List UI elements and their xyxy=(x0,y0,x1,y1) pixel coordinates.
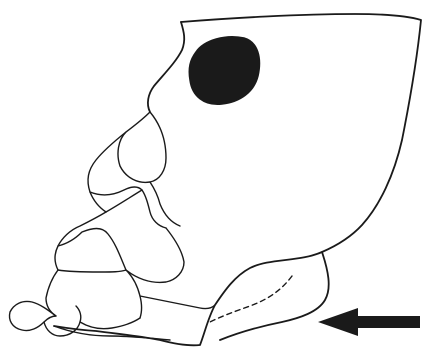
lower-face-plate xyxy=(58,229,126,271)
maxilla-upper xyxy=(88,132,126,212)
cheek-plate xyxy=(126,228,184,282)
orbit xyxy=(189,37,259,104)
left-arrow-icon xyxy=(318,308,420,336)
inner-suture xyxy=(90,187,142,195)
tooth-row xyxy=(10,301,57,330)
lower-face-plate-b xyxy=(58,270,142,318)
tooth-3 xyxy=(80,318,140,329)
snout-upper-edge xyxy=(148,22,184,112)
jaw-dotted-line xyxy=(210,276,292,322)
nasal-bone xyxy=(118,112,166,182)
mandible-line xyxy=(140,296,215,309)
premaxilla-plate xyxy=(55,212,106,270)
nasal-lower-edge xyxy=(150,182,180,226)
jaw-rear-section xyxy=(220,252,329,340)
jaw-front-plate xyxy=(46,270,58,316)
